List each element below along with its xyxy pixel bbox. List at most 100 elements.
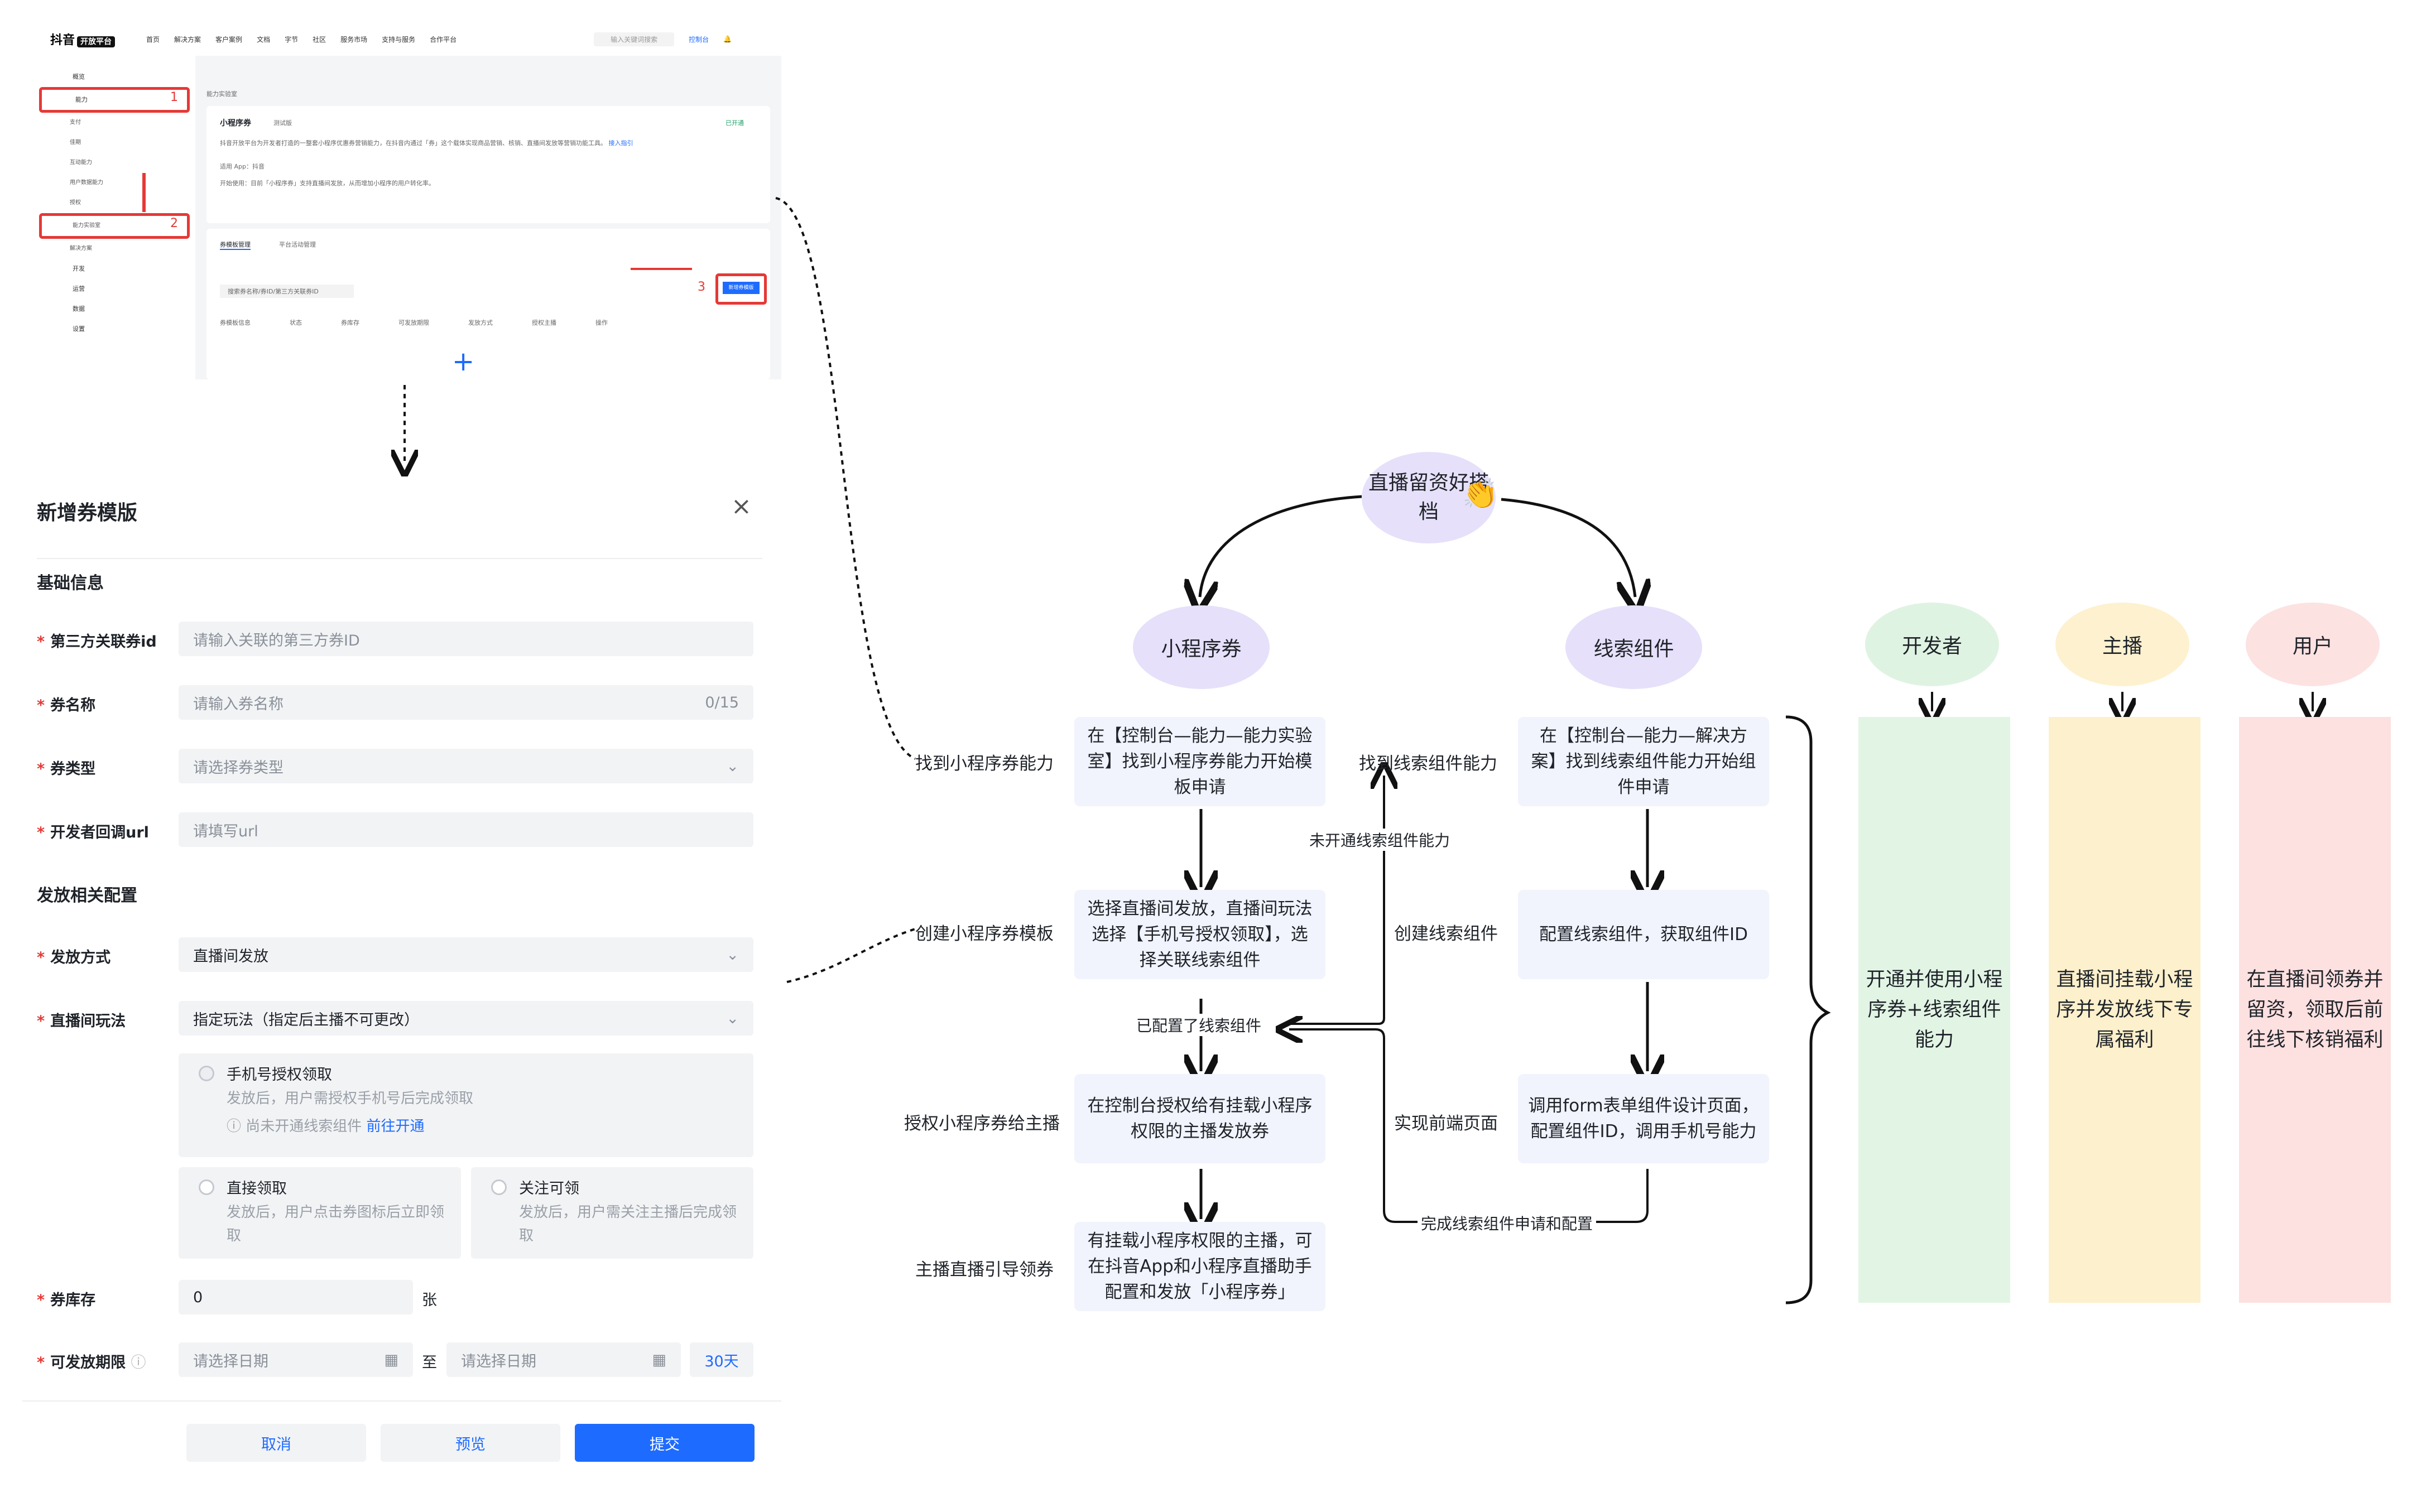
option-title: 手机号授权领取 (227, 1066, 332, 1084)
table-header: 券模板信息状态券库存可发放期限发放方式授权主播操作 (220, 319, 608, 326)
nav-item[interactable]: 合作平台 (430, 35, 457, 44)
step-label: 创建小程序券模板 (915, 924, 1054, 944)
new-template-form: 新增券模版 × 基础信息 *第三方关联券id 请输入关联的第三方券ID *券名称… (0, 480, 792, 1484)
step-label: 创建线索组件 (1394, 924, 1498, 944)
step-label: 找到线索组件能力 (1359, 754, 1497, 774)
card-desc: 抖音开放平台为开发者打造的一整套小程序优惠券营销能力，在抖音内通过「券」这个载体… (220, 139, 633, 147)
issue-method-select[interactable]: 直播间发放⌄ (179, 937, 753, 972)
sidebar-item[interactable]: 开发 (73, 265, 85, 272)
quick-30-days[interactable]: 30天 (690, 1342, 753, 1377)
sidebar-item[interactable]: 设置 (73, 325, 85, 333)
red-right-arrow (631, 268, 692, 270)
submit-button[interactable]: 提交 (575, 1424, 755, 1462)
option-desc: 发放后，用户需关注主播后完成领取 (519, 1204, 737, 1244)
nav-item[interactable]: 解决方案 (174, 35, 201, 44)
edge-label: 完成线索组件申请和配置 (1418, 1212, 1597, 1234)
option-desc: 发放后，用户需授权手机号后完成领取 (227, 1090, 474, 1107)
tab-template[interactable]: 券模板管理 (220, 240, 251, 250)
option-title: 直接领取 (227, 1180, 287, 1197)
nav-item[interactable]: 社区 (313, 35, 326, 44)
role-anchor-desc: 直播间挂载小程序并发放线下专属福利 (2049, 717, 2200, 1303)
console-link[interactable]: 控制台 (689, 35, 709, 44)
cancel-button[interactable]: 取消 (186, 1424, 366, 1462)
edge-label: 未开通线索组件能力 (1306, 829, 1454, 851)
curve-arrow (1501, 498, 1635, 597)
bell-icon[interactable]: 🔔 (723, 35, 732, 43)
chevron-down-icon: ⌄ (726, 1009, 739, 1027)
role-user: 用户 (2246, 603, 2380, 686)
option-note: ⓘ 尚未开通线索组件 前往开通 (227, 1118, 425, 1135)
annotation-3: 3 (698, 280, 705, 294)
nav-item[interactable]: 服务市场 (340, 35, 368, 44)
sidebar-item[interactable]: 运营 (73, 285, 85, 292)
nav-item[interactable]: 文档 (257, 35, 271, 44)
option-desc: 发放后，用户点击券图标后立即领取 (227, 1204, 445, 1244)
option-follow[interactable]: 关注可领 发放后，用户需关注主播后完成领取 (471, 1167, 753, 1259)
chevron-down-icon: ⌄ (726, 757, 739, 775)
capability-card: 小程序券 测试版 已开通 抖音开放平台为开发者打造的一整套小程序优惠券营销能力，… (206, 106, 770, 223)
breadcrumb[interactable]: 能力实验室 (206, 90, 237, 98)
sidebar-sub-item[interactable]: 用户数据能力 (70, 180, 103, 186)
stock-input[interactable]: 0 (179, 1280, 413, 1314)
nav-item[interactable]: 客户案例 (215, 35, 243, 44)
coupon-step-1: 在【控制台—能力—能力实验室】找到小程序券能力开始模板申请 (1074, 717, 1325, 806)
sidebar-item[interactable]: 数据 (73, 305, 85, 312)
option-direct[interactable]: 直接领取 发放后，用户点击券图标后立即领取 (179, 1167, 461, 1259)
field-label: *可发放期限 ⓘ (37, 1354, 146, 1371)
tab-platform[interactable]: 平台活动管理 (279, 241, 316, 248)
date-end-picker[interactable]: 请选择日期▦ (446, 1342, 681, 1377)
field-label: *第三方关联券id (37, 633, 157, 651)
option-phone-auth[interactable]: 手机号授权领取 发放后，用户需授权手机号后完成领取 ⓘ 尚未开通线索组件 前往开… (179, 1053, 753, 1157)
stock-unit: 张 (422, 1292, 437, 1309)
nav-item[interactable]: 字节 (285, 35, 299, 44)
radio[interactable] (199, 1179, 214, 1195)
role-developer: 开发者 (1865, 603, 1999, 686)
branch-lead: 线索组件 (1565, 605, 1702, 689)
radio[interactable] (491, 1179, 507, 1195)
callback-url-input[interactable]: 请填写url (179, 812, 753, 847)
card-status: 已开通 (725, 119, 744, 127)
clap-icon: 👏 (1462, 478, 1498, 511)
field-label: *券名称 (37, 697, 96, 714)
section-issue-title: 发放相关配置 (37, 886, 137, 906)
nav-item[interactable]: 支持与服务 (382, 35, 416, 44)
form-title: 新增券模版 (37, 502, 138, 524)
sidebar-sub-item[interactable]: 授权 (70, 200, 81, 206)
play-mode-select[interactable]: 指定玩法（指定后主播不可更改）⌄ (179, 1001, 753, 1036)
close-icon[interactable]: × (731, 492, 752, 521)
third-party-id-input[interactable]: 请输入关联的第三方券ID (179, 622, 753, 656)
card-title: 小程序券 (220, 119, 251, 128)
console-main: 能力实验室 小程序券 测试版 已开通 抖音开放平台为开发者打造的一整套小程序优惠… (195, 56, 781, 379)
date-start-picker[interactable]: 请选择日期▦ (179, 1342, 413, 1377)
sidebar-sub-item[interactable]: 互动能力 (70, 160, 92, 166)
step-label: 主播直播引导领券 (915, 1260, 1054, 1280)
radio-disabled[interactable] (199, 1066, 214, 1081)
sidebar-sub-item[interactable]: 支付 (70, 119, 81, 126)
field-label: *券类型 (37, 760, 96, 778)
coupon-step-3: 在控制台授权给有挂载小程序权限的主播发放券 (1074, 1074, 1325, 1163)
section-basic-title: 基础信息 (37, 574, 104, 593)
new-template-highlight: 新增券模版 (715, 273, 767, 305)
root-node: 直播留资好搭档 (1362, 452, 1496, 543)
search-input[interactable]: 输入关键词搜索 (594, 32, 675, 46)
loop-arrow (1289, 1029, 1649, 1223)
sidebar-sub-item[interactable]: 佳期 (70, 139, 81, 146)
new-template-button[interactable]: 新增券模版 (723, 282, 760, 294)
card-note: 开始使用：目前「小程序券」支持直播间发放，从而增加小程序的用户转化率。 (220, 180, 435, 187)
coupon-type-select[interactable]: 请选择券类型⌄ (179, 749, 753, 783)
enable-link[interactable]: 前往开通 (366, 1118, 425, 1135)
template-panel: 券模板管理 平台活动管理 搜索券名称/券ID/第三方关联券ID 3 新增券模版 … (206, 229, 770, 379)
sidebar-sub-item[interactable]: 解决方案 (70, 245, 92, 252)
option-title: 关注可领 (519, 1180, 579, 1197)
nav-item[interactable]: 首页 (146, 35, 160, 44)
console-screenshot: 抖音开放平台 首页 解决方案 客户案例 文档 字节 社区 服务市场 支持与服务 … (33, 22, 781, 379)
calendar-icon: ▦ (652, 1351, 666, 1369)
sidebar-item-overview[interactable]: 概览 (73, 73, 85, 80)
preview-button[interactable]: 预览 (381, 1424, 560, 1462)
branch-coupon: 小程序券 (1133, 605, 1270, 689)
filter-input[interactable]: 搜索券名称/券ID/第三方关联券ID (220, 285, 354, 298)
